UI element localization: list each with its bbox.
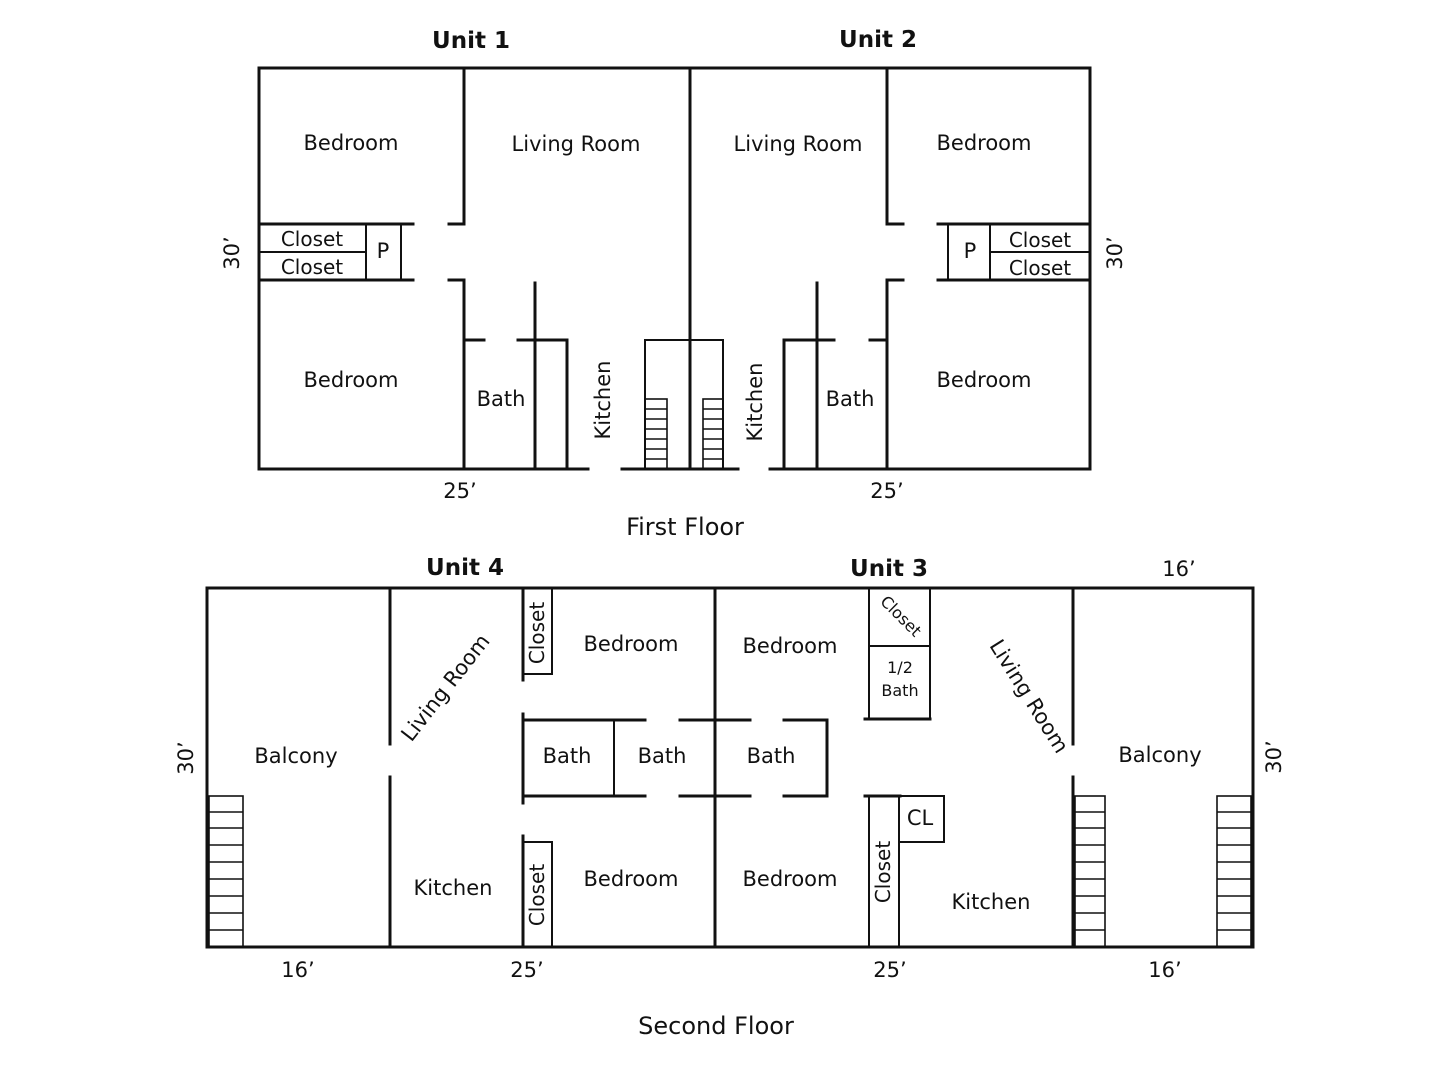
u3-bedroom-bottom-label: Bedroom <box>743 867 838 891</box>
u4-bath-left-label: Bath <box>543 744 592 768</box>
first-floor-plan: Unit 1 Unit 2 Bedroom Living Room Closet… <box>220 27 1127 541</box>
u3-cl-label: CL <box>907 806 934 830</box>
u4-balcony-label: Balcony <box>254 744 337 768</box>
second-floor-u3-balcony-width: 16’ <box>1148 958 1181 982</box>
u1-living-room-label: Living Room <box>512 132 641 156</box>
u2-pantry-label: P <box>964 239 977 263</box>
second-floor-left-depth: 30’ <box>174 741 198 774</box>
u2-closet-bottom-label: Closet <box>1009 256 1071 280</box>
stairs-unit2 <box>702 398 724 470</box>
u1-bath-label: Bath <box>477 387 526 411</box>
u3-closet-bottom-label: Closet <box>871 841 895 903</box>
u4-closet-bottom-label: Closet <box>525 864 549 926</box>
first-floor-title: First Floor <box>626 513 744 541</box>
u1-closet-top-label: Closet <box>281 227 343 251</box>
u3-half-bath-label: Bath <box>881 681 918 700</box>
u2-bedroom-top-label: Bedroom <box>937 131 1032 155</box>
first-floor-left-depth: 30’ <box>220 236 244 269</box>
u3-living-room-label: Living Room <box>985 635 1074 757</box>
first-floor-u1-width: 25’ <box>443 479 476 503</box>
u3-closet-top-label: Closet <box>877 592 926 641</box>
first-floor-u2-width: 25’ <box>870 479 903 503</box>
u3-half-bath-fraction-label: 1/2 <box>887 658 913 677</box>
second-floor-u3-width: 25’ <box>873 958 906 982</box>
u2-kitchen-label: Kitchen <box>743 363 767 442</box>
stairs-unit3-balcony-left <box>1074 795 1106 948</box>
stairs-unit3-balcony-right <box>1216 795 1252 948</box>
u3-bedroom-top-label: Bedroom <box>743 634 838 658</box>
u4-bath-right-label: Bath <box>638 744 687 768</box>
second-floor-u4-width: 25’ <box>510 958 543 982</box>
u4-bedroom-top-label: Bedroom <box>584 632 679 656</box>
u3-bath-label: Bath <box>747 744 796 768</box>
second-floor-u4-balcony-width: 16’ <box>281 958 314 982</box>
u4-kitchen-label: Kitchen <box>414 876 493 900</box>
u2-bedroom-bottom-label: Bedroom <box>937 368 1032 392</box>
u1-kitchen-label: Kitchen <box>591 361 615 440</box>
u1-closet-bottom-label: Closet <box>281 255 343 279</box>
second-floor-title: Second Floor <box>638 1012 794 1040</box>
unit1-label: Unit 1 <box>432 28 510 54</box>
unit2-label: Unit 2 <box>839 27 917 53</box>
u4-closet-top-label: Closet <box>525 602 549 664</box>
u2-bath-label: Bath <box>826 387 875 411</box>
u4-living-room-label: Living Room <box>396 630 494 746</box>
second-floor-plan: Unit 4 Unit 3 Balcony Living Room Closet… <box>174 555 1286 1040</box>
second-floor-right-depth: 30’ <box>1262 740 1286 773</box>
unit3-label: Unit 3 <box>850 556 928 582</box>
stairs-unit4-balcony <box>208 795 244 948</box>
u3-kitchen-label: Kitchen <box>952 890 1031 914</box>
second-floor-top-balcony-width: 16’ <box>1162 557 1195 581</box>
u1-pantry-label: P <box>377 239 390 263</box>
u2-living-room-label: Living Room <box>734 132 863 156</box>
u1-bedroom-top-label: Bedroom <box>304 131 399 155</box>
u3-balcony-label: Balcony <box>1118 743 1201 767</box>
u4-bedroom-bottom-label: Bedroom <box>584 867 679 891</box>
stairs-unit1 <box>644 398 668 470</box>
unit4-label: Unit 4 <box>426 555 504 581</box>
u2-closet-top-label: Closet <box>1009 228 1071 252</box>
first-floor-right-depth: 30’ <box>1103 236 1127 269</box>
u1-bedroom-bottom-label: Bedroom <box>304 368 399 392</box>
